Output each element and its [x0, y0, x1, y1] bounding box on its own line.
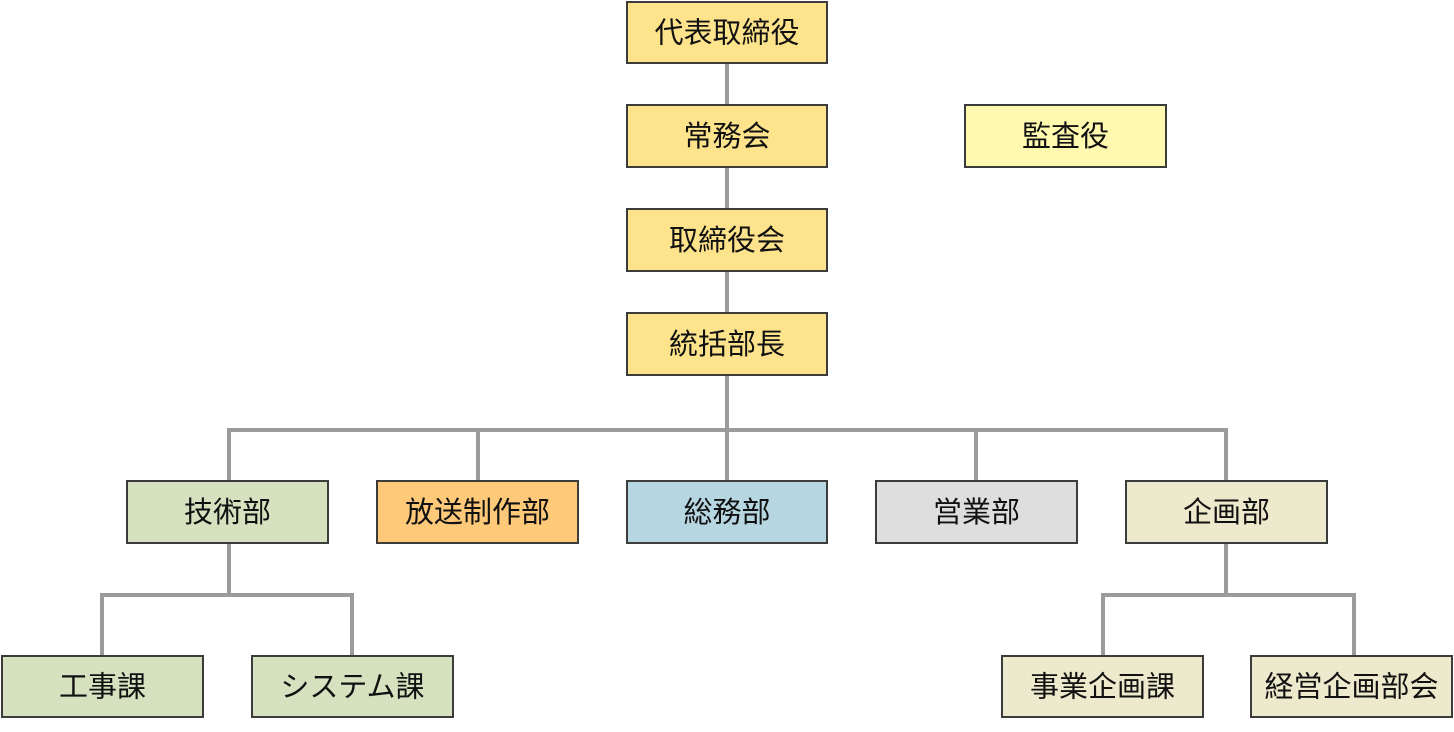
node-label: 監査役 — [1022, 119, 1109, 153]
node-tech: 技術部 — [126, 480, 329, 544]
node-planning: 企画部 — [1125, 480, 1328, 544]
node-managing-board: 常務会 — [626, 104, 828, 168]
node-label: 代表取締役 — [654, 16, 799, 50]
node-label: 工事課 — [59, 670, 146, 704]
node-label: 取締役会 — [669, 223, 785, 257]
node-ceo: 代表取締役 — [626, 1, 828, 64]
node-broadcast: 放送制作部 — [376, 480, 579, 544]
node-system: システム課 — [251, 655, 454, 718]
node-label: 放送制作部 — [405, 495, 550, 529]
node-label: 経営企画部会 — [1264, 670, 1438, 704]
node-label: 営業部 — [933, 495, 1020, 529]
connector-planning-sections — [1101, 543, 1356, 656]
node-general: 総務部 — [626, 480, 828, 544]
node-label: 事業企画課 — [1030, 670, 1175, 704]
node-board: 取締役会 — [626, 208, 828, 272]
node-label: 常務会 — [683, 119, 770, 153]
node-label: システム課 — [280, 670, 424, 704]
node-label: 企画部 — [1183, 495, 1270, 529]
node-label: 総務部 — [683, 495, 770, 529]
node-business-planning: 事業企画課 — [1001, 655, 1204, 718]
connectors — [100, 63, 1356, 656]
node-construction: 工事課 — [1, 655, 204, 718]
node-label: 統括部長 — [669, 327, 785, 361]
node-gm: 統括部長 — [626, 312, 828, 376]
connector-tech-sections — [100, 543, 354, 656]
node-auditor: 監査役 — [964, 104, 1167, 168]
node-corporate-planning: 経営企画部会 — [1250, 655, 1453, 718]
node-label: 技術部 — [184, 495, 271, 529]
node-sales: 営業部 — [875, 480, 1078, 544]
